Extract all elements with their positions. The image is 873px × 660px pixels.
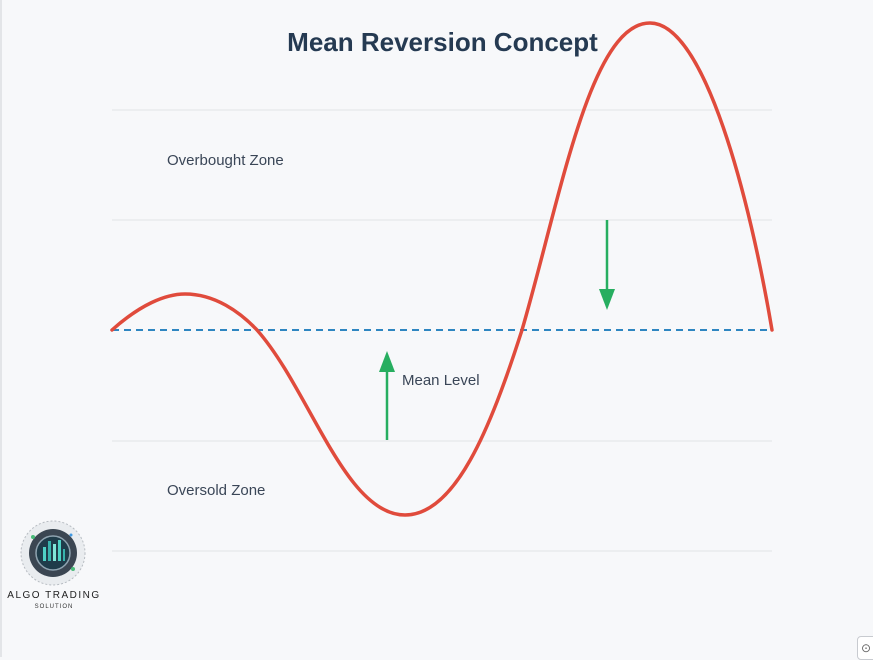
- logo-emblem-icon: [20, 520, 86, 586]
- oversold-zone-label: Oversold Zone: [167, 482, 266, 499]
- overbought-zone-label: Overbought Zone: [167, 152, 284, 169]
- corner-action-button[interactable]: ⊙: [857, 636, 873, 660]
- diagram-title: Mean Reversion Concept: [287, 27, 598, 57]
- logo-name: ALGO TRADING: [7, 590, 101, 601]
- down-arrow-icon: [599, 220, 615, 310]
- price-curve: [110, 21, 774, 517]
- mean-level-label: Mean Level: [402, 372, 480, 389]
- up-arrow-icon: [379, 351, 395, 440]
- algo-trading-logo: ALGO TRADING SOLUTION: [6, 520, 102, 610]
- gridlines: [112, 109, 772, 552]
- logo-subtitle: SOLUTION: [34, 604, 74, 610]
- target-icon: ⊙: [861, 641, 872, 655]
